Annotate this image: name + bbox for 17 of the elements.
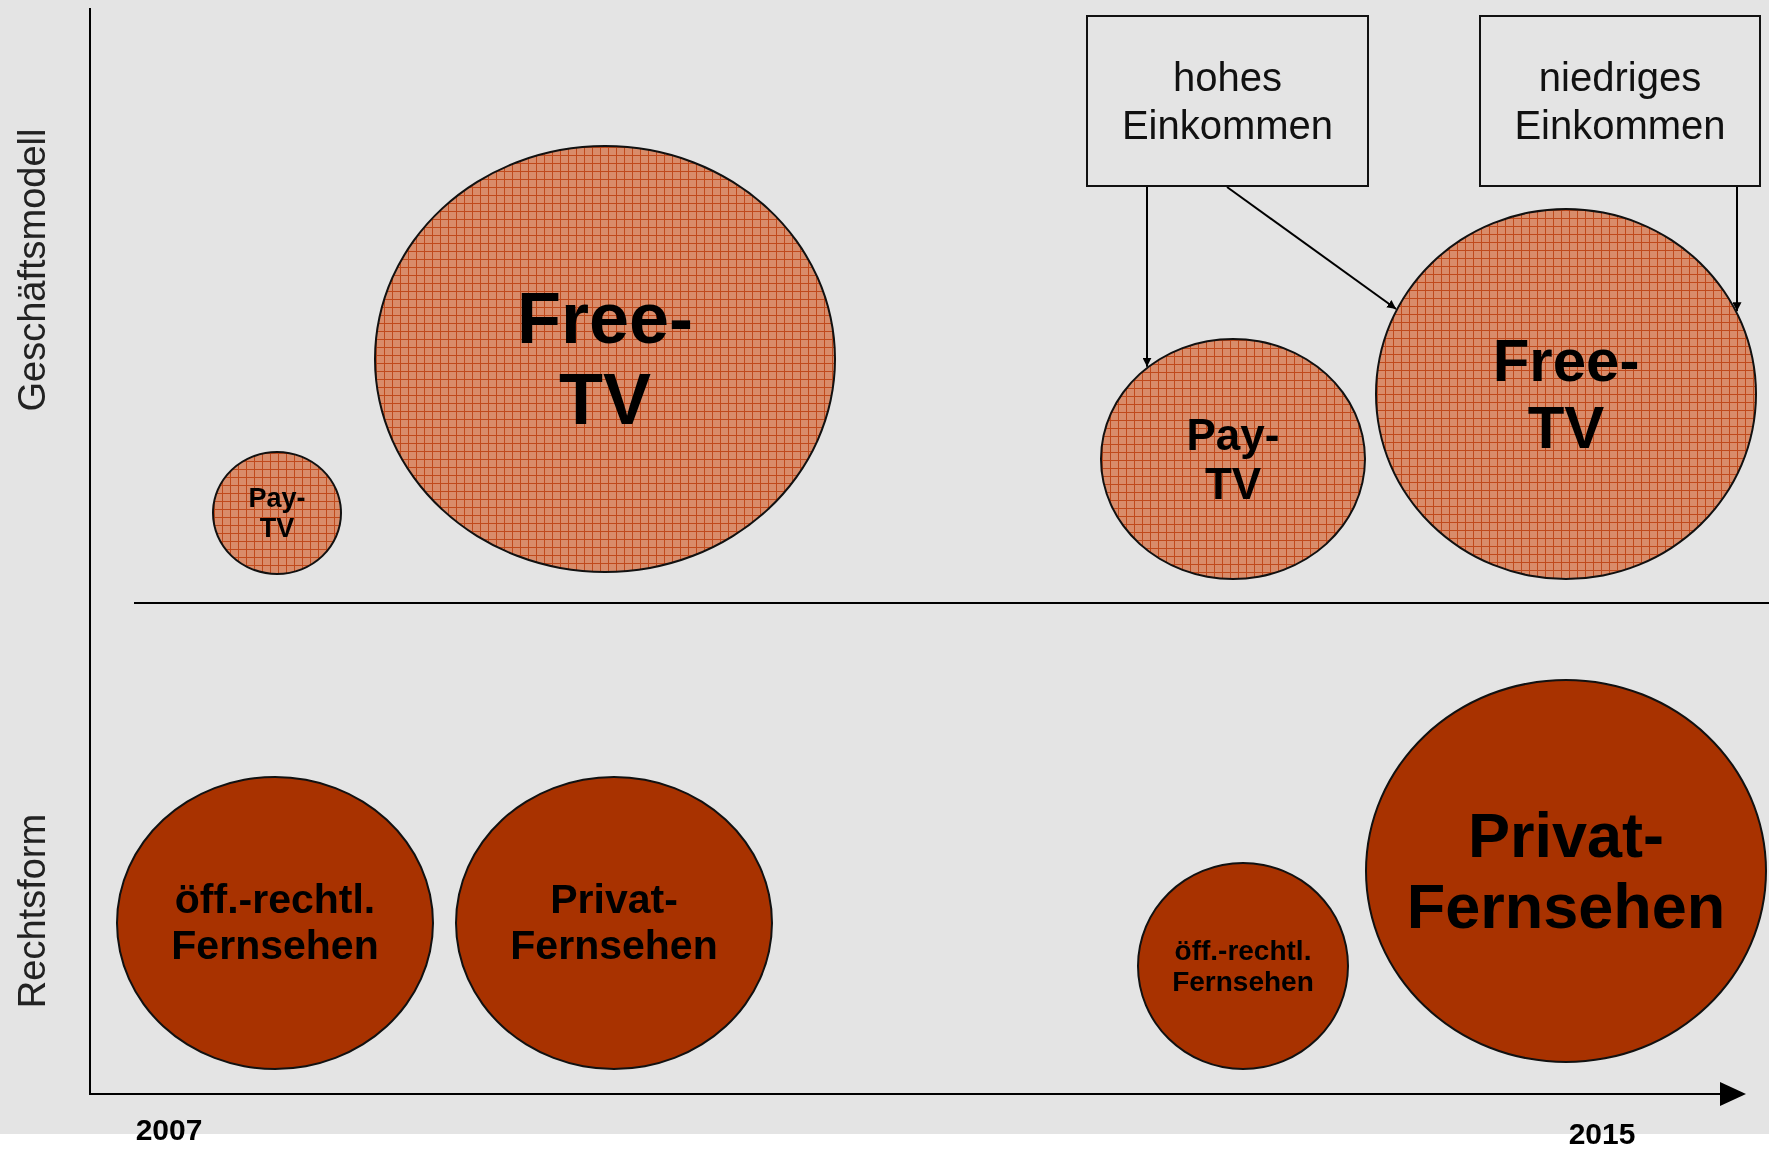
label-box [1479,15,1761,187]
bubble-label: öff.-rechtl. Fernsehen [170,877,380,969]
label-box [1086,15,1369,187]
axis-title: Rechtsform [10,813,54,1009]
bubble-label: Privat- Fernsehen [1405,800,1727,942]
bubble-label: Pay- TV [1185,409,1281,509]
year-label: 2007 [135,1113,203,1147]
bubble-label: Free- TV [515,278,695,440]
box-label: niedriges Einkommen [1513,54,1727,149]
box-label: hohes Einkommen [1120,54,1335,149]
year-label: 2015 [1568,1117,1636,1149]
bubble-label: Free- TV [1491,326,1641,462]
axis-title: Geschäftsmodell [10,128,54,412]
bubble-label: Privat- Fernsehen [509,877,719,969]
bubble-label: Pay- TV [247,482,307,544]
bubble-label: öff.-rechtl. Fernsehen [1171,934,1315,998]
arrow [1226,186,1398,310]
